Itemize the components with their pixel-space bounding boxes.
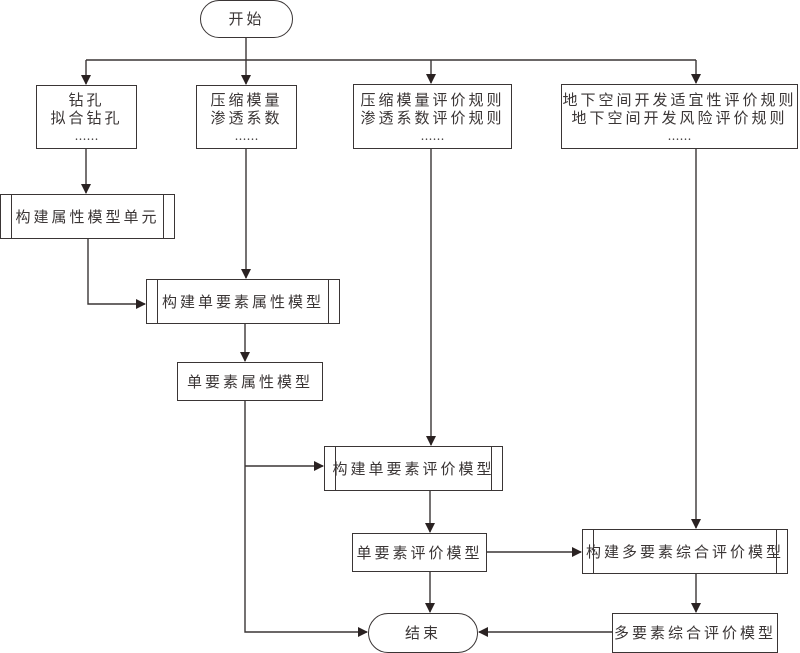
parameters-ellipsis: …… [234, 129, 259, 143]
build-single-eval-label: 构建单要素评价模型 [332, 459, 495, 478]
input-borehole: 钻孔 拟合钻孔 …… [36, 85, 137, 149]
end-label: 结束 [404, 624, 441, 642]
edge-unit-single-attr [87, 239, 146, 309]
input-parameters: 压缩模量 渗透系数 …… [196, 85, 297, 149]
single-rules-ellipsis: …… [420, 128, 445, 143]
build-single-attr-label: 构建单要素属性模型 [161, 292, 324, 311]
input-single-rules: 压缩模量评价规则 渗透系数评价规则 …… [353, 84, 512, 149]
build-multi-eval-label: 构建多要素综合评价模型 [585, 542, 784, 561]
borehole-ellipsis: …… [74, 129, 99, 143]
process-build-multi-eval: 构建多要素综合评价模型 [582, 529, 788, 574]
multi-eval-model-label: 多要素综合评价模型 [613, 624, 776, 642]
process-build-single-attr: 构建单要素属性模型 [146, 279, 340, 324]
start-label: 开始 [228, 10, 265, 28]
process-build-single-eval: 构建单要素评价模型 [324, 446, 503, 491]
build-unit-label: 构建属性模型单元 [15, 207, 160, 226]
single-attr-model-label: 单要素属性模型 [186, 372, 313, 391]
data-multi-eval-model: 多要素综合评价模型 [612, 613, 778, 653]
start-node: 开始 [200, 0, 293, 38]
single-eval-model-label: 单要素评价模型 [356, 543, 483, 562]
multi-rules-line-1: 地下空间开发适宜性评价规则 [562, 90, 797, 109]
end-node: 结束 [368, 613, 478, 653]
single-rules-line-2: 渗透系数评价规则 [360, 108, 505, 127]
data-single-attr-model: 单要素属性模型 [177, 362, 323, 401]
single-rules-line-1: 压缩模量评价规则 [360, 90, 505, 109]
borehole-line-1: 钻孔 [68, 91, 105, 109]
input-multi-rules: 地下空间开发适宜性评价规则 地下空间开发风险评价规则 …… [561, 84, 798, 149]
parameters-line-1: 压缩模量 [210, 91, 283, 109]
parameters-line-2: 渗透系数 [210, 109, 283, 127]
edge-attr-model-down [244, 401, 368, 637]
multi-rules-line-2: 地下空间开发风险评价规则 [571, 108, 788, 127]
process-build-unit: 构建属性模型单元 [0, 194, 175, 239]
data-single-eval-model: 单要素评价模型 [352, 533, 487, 572]
borehole-line-2: 拟合钻孔 [50, 109, 123, 127]
multi-rules-ellipsis: …… [667, 128, 692, 143]
